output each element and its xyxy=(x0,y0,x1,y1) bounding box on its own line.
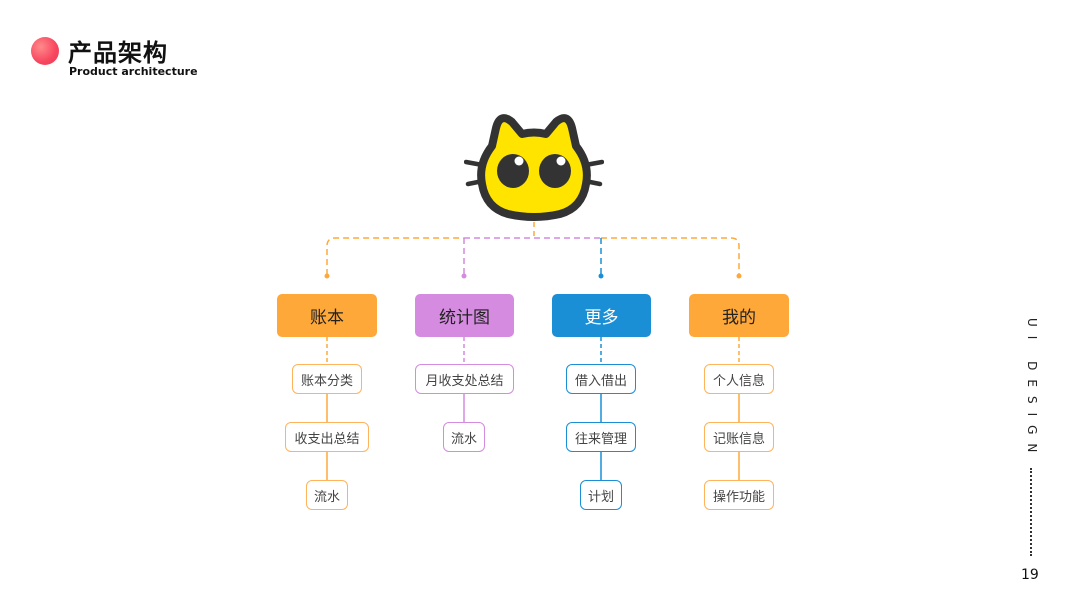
node-stats-flow: 流水 xyxy=(443,422,485,452)
branch-head-more: 更多 xyxy=(552,294,651,337)
node-ledger-flow: 流水 xyxy=(306,480,348,510)
side-label: UI DESIGN xyxy=(1025,318,1039,462)
node-personal-info: 个人信息 xyxy=(704,364,774,394)
page-title: 产品架构 xyxy=(68,39,168,67)
page-number: 19 xyxy=(1021,567,1039,583)
node-plan: 计划 xyxy=(580,480,622,510)
node-operations: 操作功能 xyxy=(704,480,774,510)
node-ledger-category: 账本分类 xyxy=(292,364,362,394)
node-borrow-lend: 借入借出 xyxy=(566,364,636,394)
node-income-summary: 收支出总结 xyxy=(285,422,369,452)
branch-head-mine: 我的 xyxy=(689,294,789,337)
branch-head-stats: 统计图 xyxy=(415,294,514,337)
side-dotted-divider xyxy=(1030,468,1034,556)
page-subtitle: Product architecture xyxy=(69,65,198,78)
node-contacts-manage: 往来管理 xyxy=(566,422,636,452)
node-monthly-summary: 月收支处总结 xyxy=(415,364,514,394)
branch-head-ledger: 账本 xyxy=(277,294,377,337)
cat-logo-icon xyxy=(464,114,604,221)
node-bookkeeping-info: 记账信息 xyxy=(704,422,774,452)
accent-dot xyxy=(31,37,59,65)
